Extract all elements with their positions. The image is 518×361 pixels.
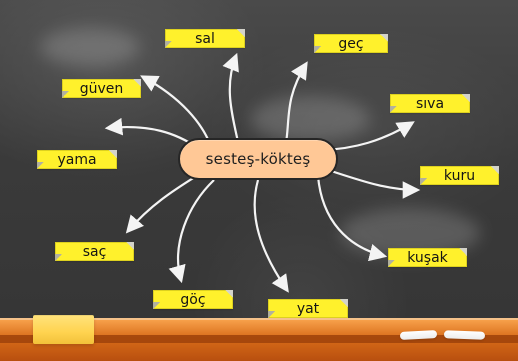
word-note-kuru: kuru <box>420 166 499 185</box>
arrow-icon <box>321 121 415 152</box>
word-note-goc: göç <box>153 290 233 309</box>
chalk-stick <box>443 330 486 340</box>
word-note-yama: yama <box>37 150 117 169</box>
word-note-guven: güven <box>62 79 141 98</box>
word-note-sac: saç <box>55 242 134 261</box>
word-note-sal: sal <box>165 29 245 48</box>
center-concept: sesteş-kökteş <box>178 138 338 180</box>
eraser <box>33 315 94 344</box>
word-note-kusak: kuşak <box>388 248 467 267</box>
arrow-icon <box>140 75 212 145</box>
arrow-icon <box>253 179 289 293</box>
arrow-icon <box>284 61 308 144</box>
arrow-icon <box>125 174 199 234</box>
word-note-gec: geç <box>314 34 388 53</box>
arrow-icon <box>222 52 240 143</box>
arrow-icon <box>327 168 421 199</box>
center-label: sesteş-kökteş <box>205 150 311 168</box>
arrow-icon <box>168 179 215 284</box>
tray-lip <box>0 335 518 343</box>
word-note-siva: sıva <box>390 94 470 113</box>
word-note-yat: yat <box>268 299 348 318</box>
chalk-smudge <box>40 28 140 66</box>
chalk-smudge <box>250 96 370 142</box>
arrow-icon <box>316 175 388 262</box>
